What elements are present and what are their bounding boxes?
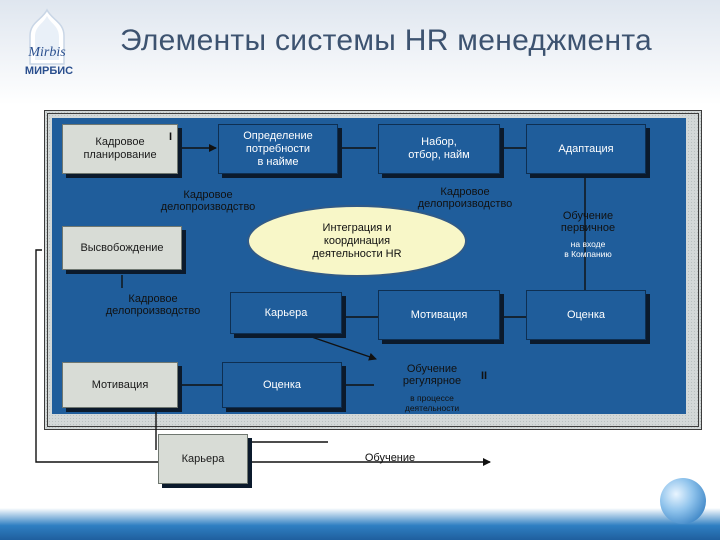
logo-text: МИРБИС [24, 65, 74, 77]
box-needs-text: Определение потребности в найме [243, 129, 313, 168]
box-adaptation-text: Адаптация [558, 142, 614, 155]
roman-one: I [169, 131, 173, 143]
logo-icon: Mirbis [27, 8, 66, 65]
globe-icon [660, 478, 706, 524]
integration-text: Интеграция и координация деятельности HR [312, 221, 402, 260]
slide-title: Элементы системы HR менеджмента [120, 24, 653, 57]
box-recruitment: Набор, отбор, найм [378, 124, 500, 174]
box-assessment: Оценка [526, 290, 646, 340]
box-adaptation: Адаптация [526, 124, 646, 174]
label-records-left: Кадровое делопроизводство [105, 293, 201, 317]
label-training-regular-note: в процессе деятельности [404, 393, 460, 413]
label-training-primary-note: на входе в Компанию [564, 239, 612, 259]
box-career-2: Карьера [158, 434, 248, 484]
label-training-primary: Обучение первичное [560, 210, 616, 234]
box-assessment-text: Оценка [566, 308, 606, 321]
box-needs: Определение потребности в найме [218, 124, 338, 174]
roman-two: II [481, 370, 488, 382]
box-motivation: Мотивация [378, 290, 500, 340]
box-assessment-2-text: Оценка [262, 378, 302, 391]
integration-ellipse: Интеграция и координация деятельности HR [247, 205, 467, 277]
footer-band [0, 508, 720, 540]
label-training-regular: Обучение регулярное [402, 363, 462, 387]
label-records-top-left: Кадровое делопроизводство [160, 189, 256, 213]
box-planning-text: Кадровое планирование [83, 136, 157, 161]
box-career: Карьера [230, 292, 342, 334]
box-motivation-text: Мотивация [410, 308, 468, 321]
label-records-top-right: Кадровое делопроизводство [417, 186, 513, 210]
header-band [0, 0, 720, 105]
box-career-2-text: Карьера [181, 452, 225, 465]
box-release-text: Высвобождение [80, 241, 164, 254]
box-planning: Кадровое планирование [62, 124, 178, 174]
label-training: Обучение [364, 452, 416, 464]
box-recruitment-text: Набор, отбор, найм [408, 136, 470, 161]
box-career-text: Карьера [264, 306, 308, 319]
svg-text:Mirbis: Mirbis [27, 45, 66, 60]
box-motivation-2-text: Мотивация [91, 378, 149, 391]
box-motivation-2: Мотивация [62, 362, 178, 408]
box-release: Высвобождение [62, 226, 182, 270]
box-assessment-2: Оценка [222, 362, 342, 408]
